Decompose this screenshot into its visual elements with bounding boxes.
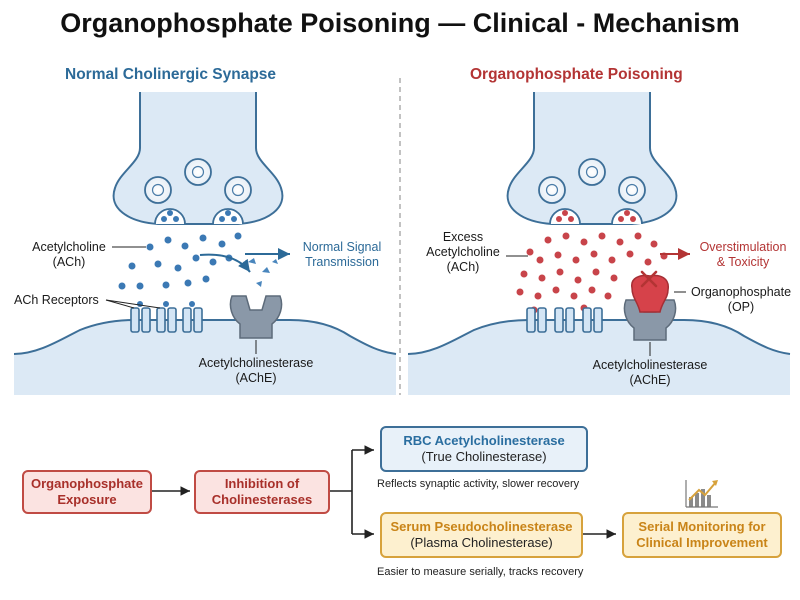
op-poisoning-panel (407, 92, 791, 395)
rbc-ache-subtitle: (True Cholinesterase) (421, 449, 547, 464)
ach-receptors-label: ACh Receptors (14, 293, 99, 307)
enzyme-icon (229, 295, 283, 339)
ach-label: Acetylcholine (ACh) (32, 240, 106, 269)
rbc-ache-note: Reflects synaptic activity, slower recov… (377, 478, 580, 490)
inhibition-x-icon (640, 270, 658, 288)
serial-monitoring-box: Serial Monitoring for Clinical Improveme… (622, 512, 782, 558)
overstimulation-label: Overstimulation & Toxicity (699, 240, 787, 269)
op-poisoning-heading: Organophosphate Poisoning (470, 66, 683, 83)
excess-ach-label: Excess Acetylcholine (ACh) (426, 230, 500, 274)
serum-pche-subtitle: (Plasma Cholinesterase) (410, 535, 553, 550)
serial-monitoring-text: Serial Monitoring for Clinical Improveme… (636, 519, 768, 550)
enzyme-icon (623, 299, 677, 341)
postsynaptic-cell (14, 320, 396, 395)
exposure-box: Organophosphate Exposure (22, 470, 152, 514)
ache-label-op: Acetylcholinesterase (AChE) (592, 358, 708, 387)
normal-synapse-panel (13, 92, 397, 395)
ach-receptor-icon (526, 307, 603, 333)
rbc-ache-box: RBC Acetylcholinesterase (True Cholinest… (380, 426, 588, 472)
normal-synapse-heading: Normal Cholinergic Synapse (65, 66, 277, 83)
normal-signal-label: Normal Signal Transmission (302, 240, 382, 269)
serum-pche-title: Serum Pseudocholinesterase (390, 519, 573, 534)
serum-pche-box: Serum Pseudocholinesterase (Plasma Choli… (380, 512, 583, 558)
postsynaptic-cell-op (408, 320, 790, 395)
flowchart-connectors (151, 445, 616, 539)
ach-molecules (118, 232, 242, 290)
vesicle-icon (144, 158, 252, 204)
vesicle-icon (538, 158, 646, 204)
ach-receptor-icon (130, 307, 203, 333)
rbc-ache-title: RBC Acetylcholinesterase (403, 433, 565, 448)
op-molecule-icon (631, 274, 669, 313)
op-label: Organophosphate (OP) (690, 285, 792, 314)
presynaptic-terminal (112, 92, 284, 225)
inhibition-box: Inhibition of Cholinesterases (194, 470, 330, 514)
ache-label-normal: Acetylcholinesterase (AChE) (198, 356, 314, 385)
page-title: Organophosphate Poisoning — Clinical - M… (60, 8, 740, 38)
trend-chart-icon (685, 480, 718, 508)
serum-pche-note: Easier to measure serially, tracks recov… (377, 566, 584, 578)
presynaptic-terminal-op (506, 92, 678, 225)
